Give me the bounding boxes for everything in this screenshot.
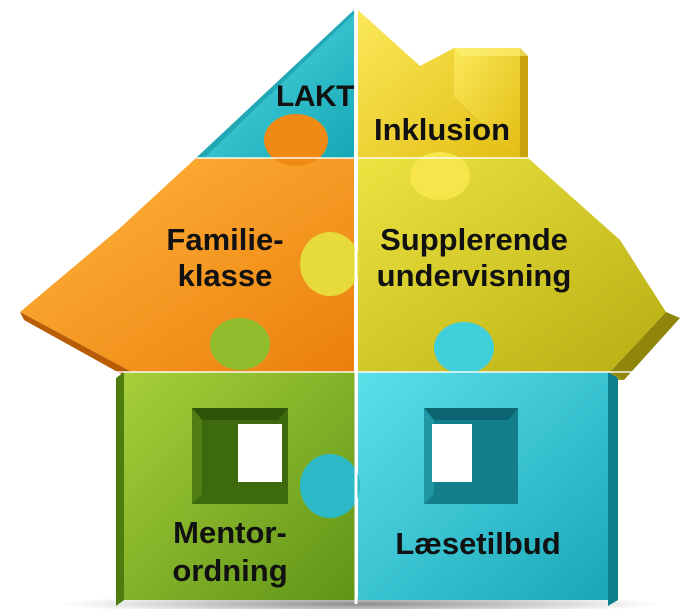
window-right xyxy=(424,408,518,504)
label-familieklasse: Familie- klasse xyxy=(150,222,300,294)
label-laesetilbud: Læsetilbud xyxy=(395,526,561,561)
piece-inklusion xyxy=(358,10,528,158)
label-lakt: LAKT xyxy=(276,80,354,113)
label-mentorordning: Mentor- ordning xyxy=(160,514,300,590)
label-supplerende-line2: undervisning xyxy=(376,258,572,293)
label-familieklasse-line2: klasse xyxy=(177,258,273,293)
label-supplerende-line1: Supplerende xyxy=(380,222,568,257)
label-inklusion: Inklusion xyxy=(373,112,511,147)
window-left xyxy=(192,408,288,504)
label-mentorordning-line2: ordning xyxy=(172,553,288,588)
piece-laesetilbud xyxy=(300,322,618,606)
label-familieklasse-line1: Familie- xyxy=(166,222,284,257)
label-supplerende: Supplerende undervisning xyxy=(364,222,584,294)
label-mentorordning-line1: Mentor- xyxy=(173,515,287,550)
